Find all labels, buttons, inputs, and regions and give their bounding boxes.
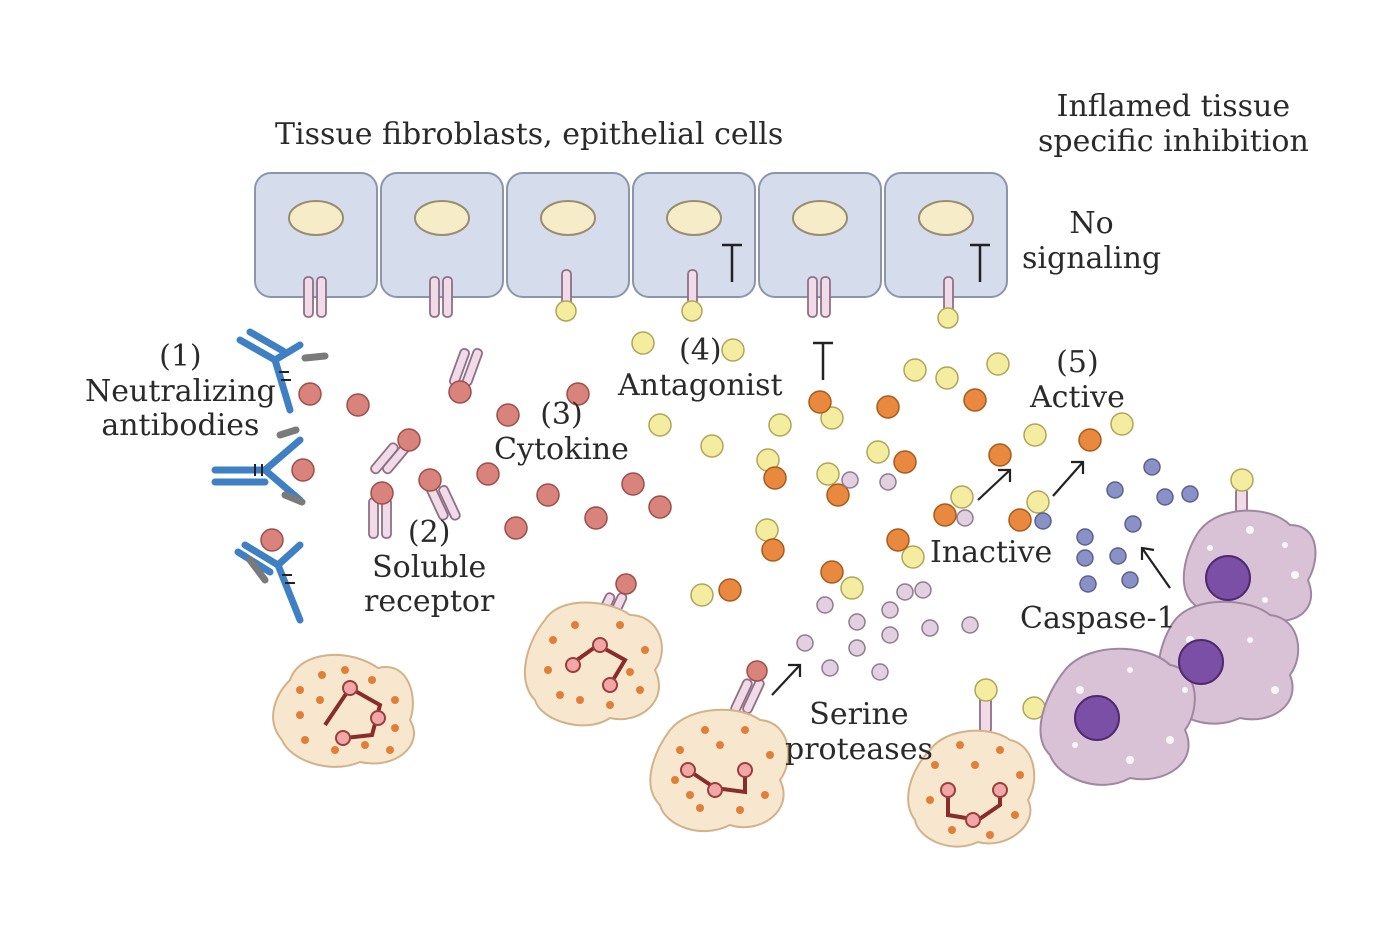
step-3-name: Cytokine xyxy=(494,431,629,467)
step-3-label: (3) Cytokine xyxy=(494,397,629,467)
step-5-number: (5) xyxy=(1056,345,1099,380)
cytokines xyxy=(476,382,672,540)
antagonist-ball xyxy=(937,307,959,329)
step-1-line-1: Neutralizing xyxy=(85,373,276,409)
no-signaling-line-1: No xyxy=(1069,206,1114,241)
inactive-label: Inactive xyxy=(930,535,1053,570)
step-1-number: (1) xyxy=(159,339,202,374)
nucleus xyxy=(666,200,722,236)
inhibition-bar-icon xyxy=(970,243,990,282)
receptor-icon xyxy=(303,276,314,318)
cells-title: Tissue fibroblasts, epithelial cells xyxy=(275,117,784,152)
cytokine-ball xyxy=(346,393,370,417)
epithelial-cell-row xyxy=(254,172,1008,380)
no-signaling-label: No signaling xyxy=(1022,206,1162,276)
serine-line-2: proteases xyxy=(785,731,933,767)
step-3-number: (3) xyxy=(540,397,583,432)
macrophage-nucleus xyxy=(1178,639,1224,685)
macrophages xyxy=(1039,468,1317,786)
receptor-icon xyxy=(429,276,440,318)
antagonist-ball xyxy=(555,300,577,322)
step-5-name: Active xyxy=(1030,379,1125,415)
receptor-icon xyxy=(442,276,453,318)
arrow-icon xyxy=(977,468,1012,501)
step-2-line-1: Soluble xyxy=(372,549,487,585)
active-cytokines xyxy=(718,388,1102,602)
immune-cell-4 xyxy=(907,678,1036,848)
nucleus xyxy=(792,200,848,236)
arrows xyxy=(771,460,1171,696)
inhibition-bar-icon xyxy=(813,341,833,380)
antibody-icon xyxy=(234,528,304,624)
immune-cell-2 xyxy=(523,573,663,727)
inflamed-line-1: Inflamed tissue xyxy=(1056,89,1291,124)
nucleus xyxy=(540,200,596,236)
inflamed-tissue-label: Inflamed tissue specific inhibition xyxy=(1038,89,1309,159)
immune-cell-3 xyxy=(649,660,790,833)
caspase-1-label: Caspase-1 xyxy=(1020,601,1176,636)
neutralizing-antibodies xyxy=(211,328,370,624)
step-2-number: (2) xyxy=(407,515,451,550)
macrophage-nucleus xyxy=(1074,695,1120,741)
step-5-label: (5) Active xyxy=(1030,345,1125,415)
step-1-line-2: antibodies xyxy=(101,408,260,443)
antibody-icon xyxy=(236,328,329,414)
macrophage-nucleus xyxy=(1205,555,1251,601)
step-4-name: Antagonist xyxy=(618,367,783,403)
nucleus xyxy=(414,200,470,236)
immune-cell-1 xyxy=(272,653,415,768)
inhibition-bar-icon xyxy=(722,243,742,282)
antagonist-ball xyxy=(681,300,703,322)
antagonists xyxy=(631,331,1134,720)
serine-proteases xyxy=(796,471,979,681)
receptor-icon xyxy=(820,276,831,318)
antibody-icon xyxy=(211,426,315,506)
nucleus xyxy=(918,200,974,236)
step-2-line-2: receptor xyxy=(364,584,495,619)
serine-proteases-label: Serine proteases xyxy=(785,697,933,767)
arrow-icon xyxy=(1140,546,1171,589)
arrow-icon xyxy=(771,663,802,696)
inflamed-line-2: specific inhibition xyxy=(1038,123,1309,159)
step-4-label: (4) Antagonist xyxy=(618,333,783,403)
receptor-icon xyxy=(807,276,818,318)
receptor-icon xyxy=(316,276,327,318)
nucleus xyxy=(288,200,344,236)
caspase-1-molecules xyxy=(1034,458,1199,593)
step-4-number: (4) xyxy=(679,333,722,368)
arrow-icon xyxy=(1052,460,1085,497)
soluble-receptors xyxy=(368,348,483,539)
step-1-label: (1) Neutralizing antibodies xyxy=(85,339,276,444)
no-signaling-line-2: signaling xyxy=(1022,240,1162,276)
serine-line-1: Serine xyxy=(809,697,909,732)
step-2-label: (2) Soluble receptor xyxy=(364,515,495,620)
